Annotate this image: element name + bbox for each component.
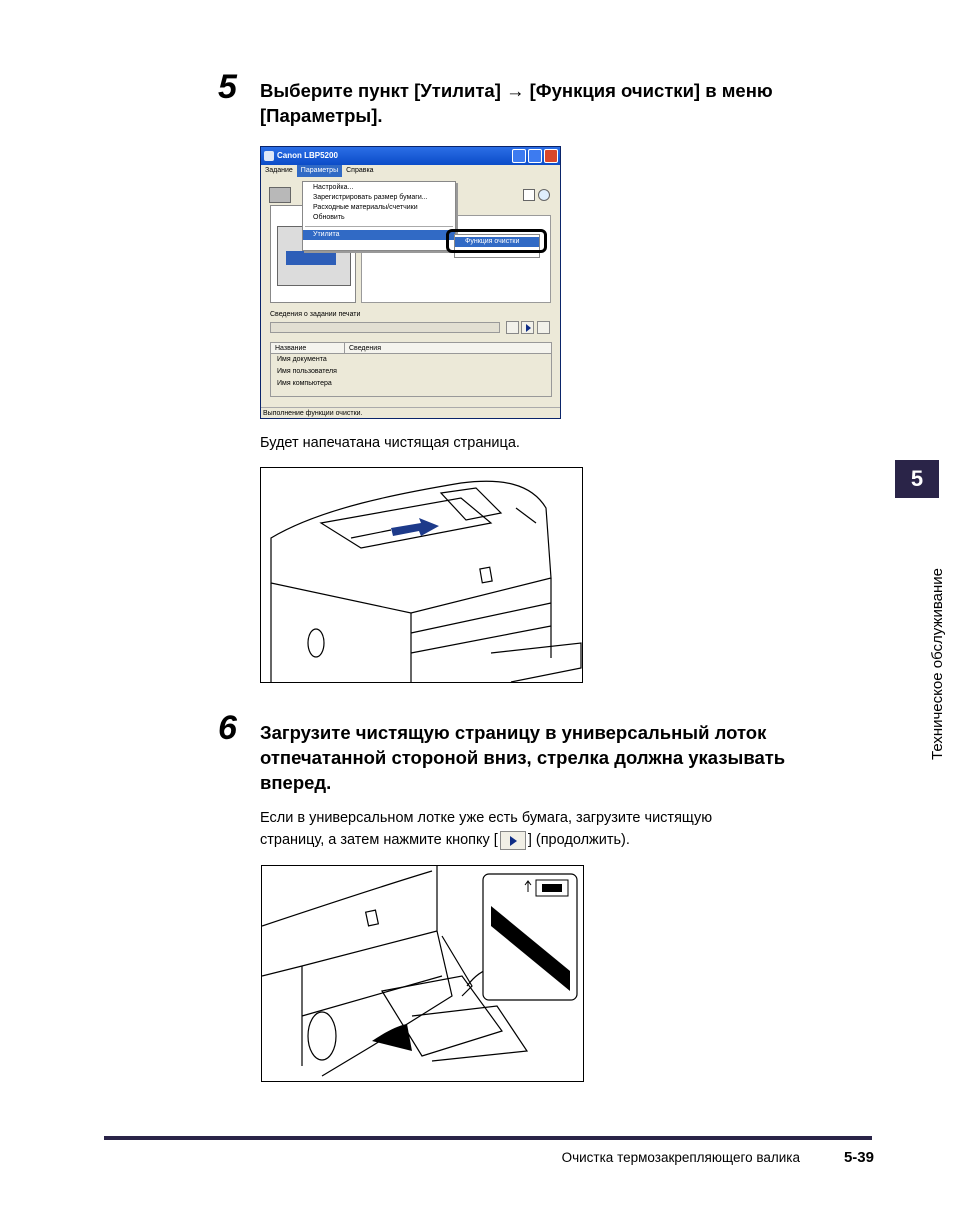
continue-button-icon	[499, 830, 526, 850]
step-6-body-line2a: страницу, а затем нажмите кнопку [	[260, 832, 498, 848]
footer-section-title: Очистка термозакрепляющего валика	[561, 1150, 800, 1165]
menu-item-consumables: Расходные материалы/счетчики	[313, 204, 418, 211]
menu-item-register-paper: Зарегистрировать размер бумаги...	[313, 194, 428, 201]
cancel-job-icon	[537, 321, 550, 334]
highlight-circle	[446, 229, 547, 253]
load-cleaning-page-drawing	[261, 866, 578, 1077]
minimize-icon	[512, 149, 526, 163]
step-5-title-line2: [Параметры].	[260, 105, 383, 126]
window-titlebar: Canon LBP5200	[261, 147, 560, 165]
continue-icon	[521, 321, 534, 334]
menu-job: Задание	[265, 167, 293, 174]
menu-options: Параметры	[296, 165, 343, 177]
close-icon	[544, 149, 558, 163]
step-6-title: Загрузите чистящую страницу в универсаль…	[260, 720, 880, 795]
step-5-title-line1: Выберите пункт [Утилита] → [Функция очис…	[260, 80, 773, 101]
job-info-label: Сведения о задании печати	[270, 311, 361, 318]
page-number: 5-39	[843, 1149, 874, 1166]
column-header-name: Название	[271, 343, 345, 353]
pause-icon	[506, 321, 519, 334]
footer-rule	[104, 1136, 872, 1140]
table-row: Имя документа	[277, 356, 327, 363]
table-row: Имя пользователя	[277, 368, 337, 375]
job-info-table: Название Сведения Имя документа Имя поль…	[270, 342, 552, 397]
step-5-note: Будет напечатана чистящая страница.	[260, 435, 520, 451]
step-6-body-line1: Если в универсальном лотке уже есть бума…	[260, 810, 713, 826]
window-title: Canon LBP5200	[277, 151, 338, 160]
step-5-title: Выберите пункт [Утилита] → [Функция очис…	[260, 78, 880, 128]
step-6-title-line3: вперед.	[260, 772, 332, 793]
printer-output-drawing	[270, 480, 582, 683]
step-6-body: Если в универсальном лотке уже есть бума…	[260, 808, 840, 851]
load-cleaning-page-illustration	[261, 865, 584, 1082]
table-row: Имя компьютера	[277, 380, 332, 387]
step-5-number: 5	[218, 68, 237, 106]
step-6-body-line2b: ] (продолжить).	[527, 832, 630, 848]
step-6-title-line1: Загрузите чистящую страницу в универсаль…	[260, 722, 767, 743]
chapter-label-text: Техническое обслуживание	[929, 568, 946, 760]
menu-help: Справка	[346, 167, 374, 174]
menu-item-settings: Настройка...	[313, 184, 354, 191]
up-arrow-icon	[524, 880, 532, 892]
job-info-table-header: Название Сведения	[271, 343, 551, 354]
printer-settings-icon	[523, 189, 535, 201]
utility-submenu: Функция очистки	[454, 234, 540, 258]
column-header-details: Сведения	[349, 345, 381, 352]
printer-app-icon	[264, 151, 274, 161]
menu-bar: Задание Параметры Справка	[261, 165, 560, 177]
submenu-item-cleaning: Функция очистки	[455, 237, 539, 247]
menu-item-refresh: Обновить	[313, 214, 345, 221]
chapter-tab: 5	[895, 460, 939, 498]
maximize-icon	[528, 149, 542, 163]
printer-status-window-screenshot: Canon LBP5200 Задание Параметры Справка …	[260, 146, 561, 419]
arrow-icon	[391, 518, 439, 536]
step-6-title-line2: отпечатанной стороной вниз, стрелка долж…	[260, 747, 786, 768]
window-status-bar: Выполнение функции очистки.	[261, 407, 560, 418]
step-6-number: 6	[218, 709, 237, 747]
printer-small-icon	[269, 187, 291, 203]
job-progress-bar	[270, 322, 500, 333]
printer-output-illustration	[260, 467, 583, 683]
help-icon	[538, 189, 550, 201]
chapter-label: Техническое обслуживание	[905, 512, 946, 760]
menu-item-utility: Утилита	[303, 230, 455, 240]
options-dropdown-menu: Настройка... Зарегистрировать размер бум…	[302, 181, 456, 251]
